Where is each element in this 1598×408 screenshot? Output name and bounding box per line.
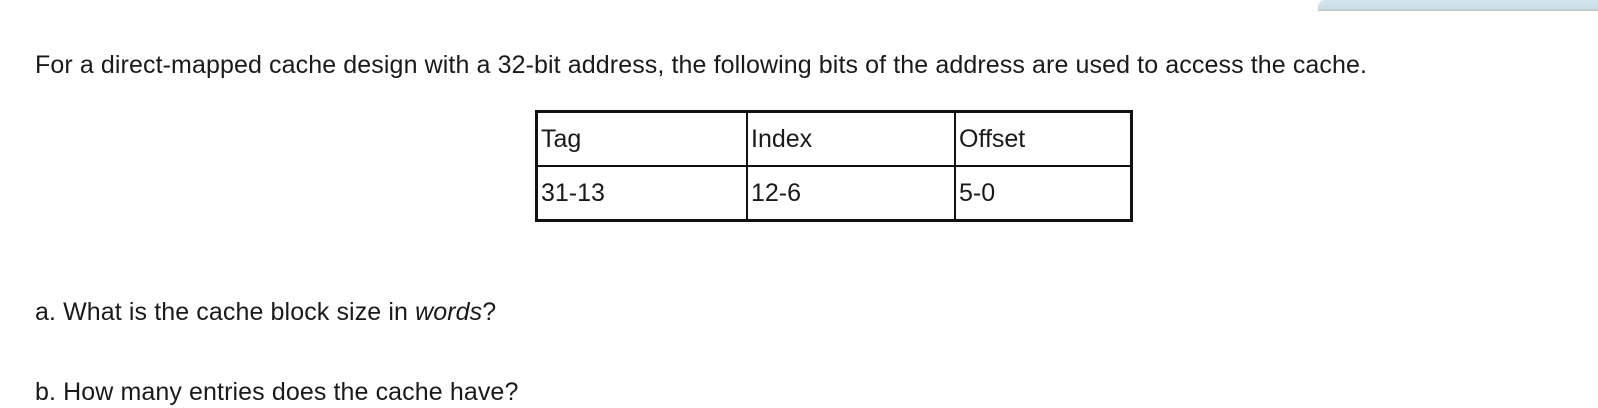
cell-value-tag-bits: 31-13	[535, 165, 748, 222]
top-chrome-strip[interactable]	[1318, 0, 1598, 11]
cell-header-tag: Tag	[535, 110, 748, 167]
question-a-tail: ?	[482, 298, 497, 326]
cell-value-index-bits: 12-6	[746, 165, 956, 222]
page-title: For a direct-mapped cache design with a …	[35, 51, 1368, 79]
question-b: b. How many entries does the cache have?	[35, 376, 518, 408]
table-row-headers: Tag Index Offset	[535, 110, 1133, 167]
cell-value-offset-bits: 5-0	[954, 165, 1133, 222]
cell-header-index: Index	[746, 110, 956, 167]
table-row-values: 31-13 12-6 5-0	[535, 165, 1133, 222]
question-a: a. What is the cache block size in words…	[35, 296, 496, 328]
question-a-text: a. What is the cache block size in	[35, 298, 416, 326]
question-b-text: b. How many entries does the cache have?	[35, 378, 519, 406]
question-a-emphasis: words	[415, 298, 483, 326]
cell-header-offset: Offset	[954, 110, 1133, 167]
address-fields-table: Tag Index Offset 31-13 12-6 5-0	[535, 110, 1133, 222]
